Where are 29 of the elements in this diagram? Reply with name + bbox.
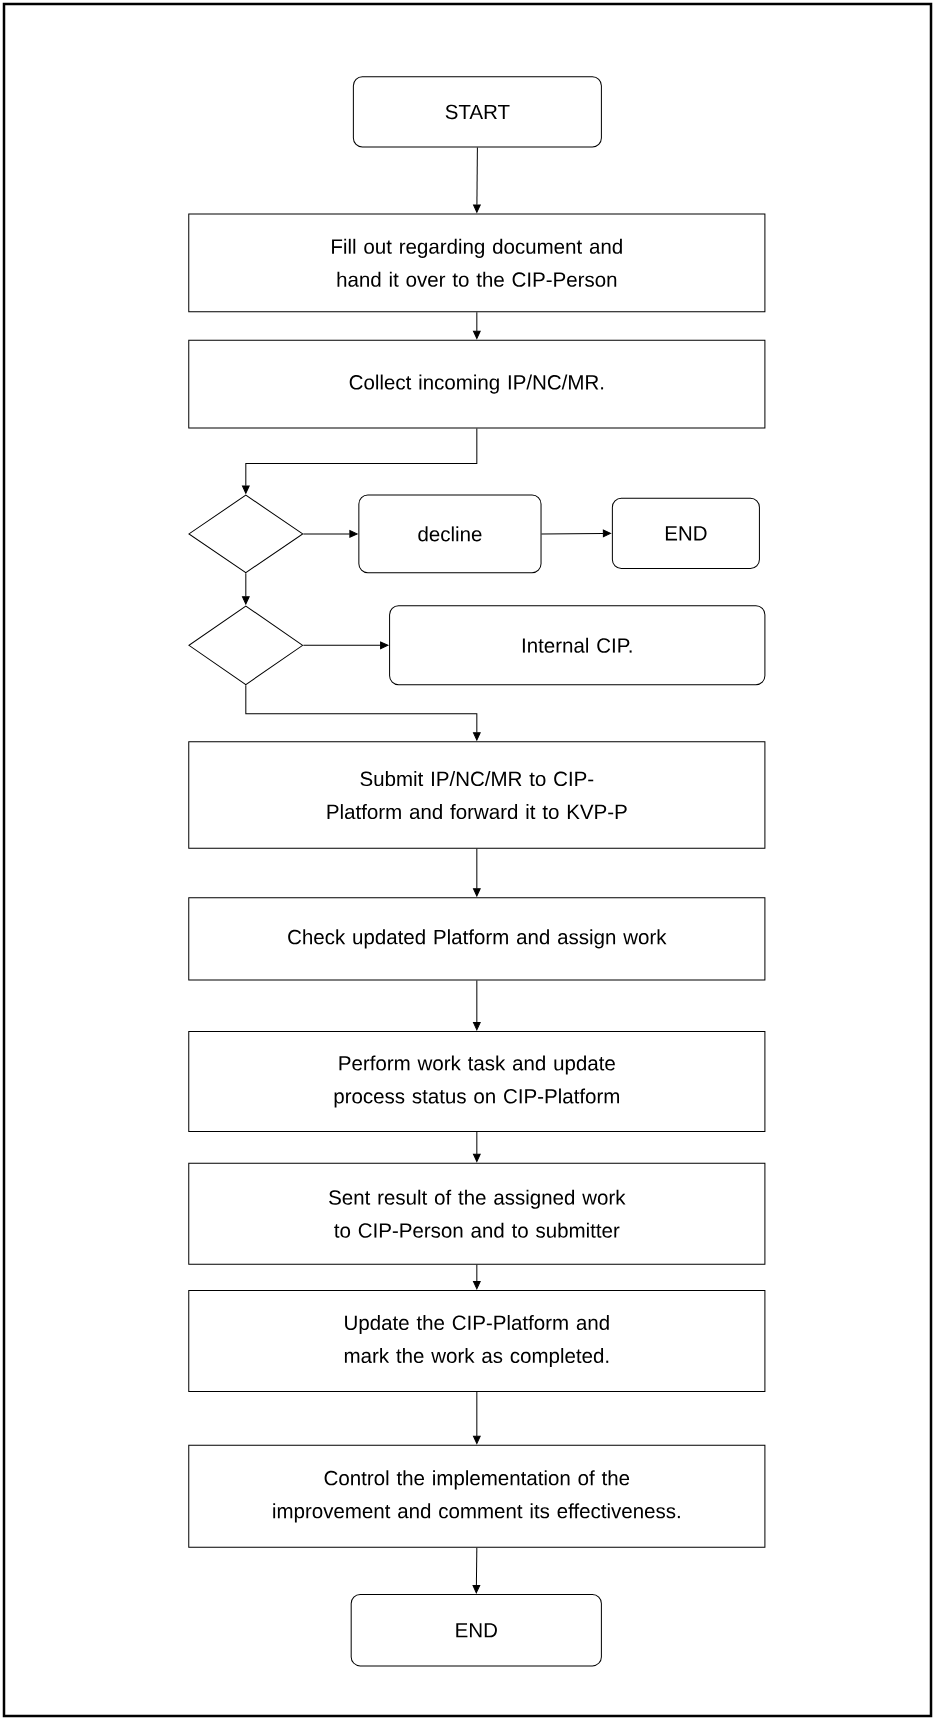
arrow: [473, 1391, 481, 1445]
decision-diamond: [188, 605, 304, 686]
terminal-box: Internal CIP.: [389, 605, 766, 686]
process-box: Fill out regarding document and hand it over to the CIP-Person: [188, 213, 766, 313]
process-box: Submit IP/NC/MR to CIP-Platform and forward it to KVP-P: [188, 741, 766, 849]
arrow: [472, 1547, 481, 1594]
arrow: [473, 147, 481, 213]
arrow: [473, 980, 481, 1031]
process-box: Update the CIP-Platform and mark the work as completed.: [188, 1290, 766, 1393]
terminal-box: decline: [358, 494, 542, 574]
arrow: [473, 848, 481, 897]
arrow: [473, 311, 481, 339]
arrow: [541, 529, 612, 538]
terminal-box: END: [350, 1594, 602, 1667]
process-box: Control the implementation of the improvement and comment its effectiveness.: [188, 1444, 766, 1548]
process-box: Perform work task and update process status on CIP-Platform: [188, 1031, 766, 1132]
arrow: [245, 684, 481, 741]
arrow: [241, 428, 478, 494]
arrow: [241, 572, 250, 605]
arrow: [302, 641, 389, 650]
arrow: [473, 1264, 481, 1290]
arrow: [302, 530, 358, 538]
arrow: [473, 1131, 481, 1163]
process-box: Check updated Platform and assign work: [188, 897, 766, 981]
terminal-box: START: [352, 76, 602, 148]
decision-diamond: [188, 494, 304, 574]
process-box: Sent result of the assigned work to CIP-Person and to submitter: [188, 1162, 766, 1265]
terminal-box: END: [611, 497, 760, 569]
process-box: Collect incoming IP/NC/MR.: [188, 339, 766, 429]
